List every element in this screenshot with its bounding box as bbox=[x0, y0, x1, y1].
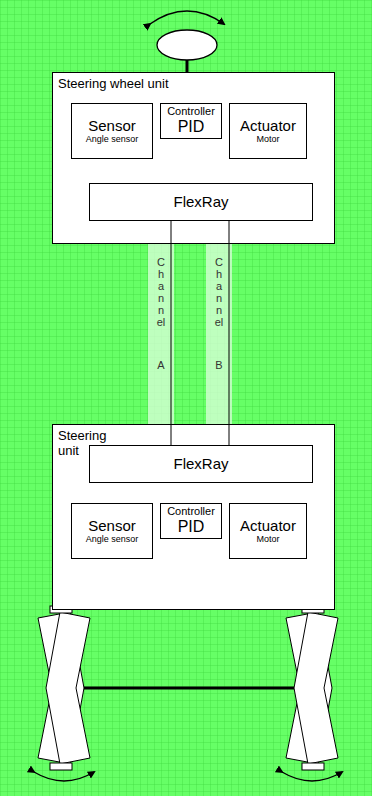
left-wheel bbox=[38, 606, 90, 770]
unit-title: Steering unit bbox=[58, 429, 118, 459]
steering-wheel bbox=[157, 30, 217, 60]
channel-band: ChannelA bbox=[148, 244, 174, 424]
component-box: SensorAngle sensor bbox=[71, 103, 153, 159]
component-detail: Angle sensor bbox=[86, 534, 139, 544]
component-detail: Motor bbox=[256, 534, 279, 544]
component-title: FlexRay bbox=[173, 193, 228, 210]
component-box: ControllerPID bbox=[160, 103, 222, 139]
rotation-arrow bbox=[150, 11, 224, 24]
component-box: ActuatorMotor bbox=[229, 103, 307, 159]
component-detail: Motor bbox=[256, 134, 279, 144]
rotation-arrow bbox=[34, 772, 94, 781]
component-box: SensorAngle sensor bbox=[71, 503, 153, 559]
component-detail: PID bbox=[178, 118, 205, 136]
component-detail: Angle sensor bbox=[86, 134, 139, 144]
component-title: FlexRay bbox=[173, 455, 228, 472]
channel-label: Channel bbox=[156, 256, 167, 329]
steering-column bbox=[186, 60, 189, 72]
channel-label: Channel bbox=[214, 256, 225, 329]
component-title: Actuator bbox=[240, 117, 296, 134]
channel-band: ChannelB bbox=[206, 244, 232, 424]
unit-box: Steering unitFlexRaySensorAngle sensorCo… bbox=[52, 424, 335, 610]
flexray-box: FlexRay bbox=[89, 445, 313, 483]
channel-label: A bbox=[156, 359, 167, 371]
component-title: Controller bbox=[167, 505, 215, 518]
component-box: ControllerPID bbox=[160, 503, 222, 539]
unit-box: Steering wheel unitSensorAngle sensorCon… bbox=[52, 72, 335, 244]
component-title: Controller bbox=[167, 105, 215, 118]
flexray-box: FlexRay bbox=[89, 183, 313, 221]
channel-label: B bbox=[214, 359, 225, 371]
flexray-channel bbox=[229, 221, 230, 445]
component-detail: PID bbox=[178, 518, 205, 536]
component-title: Sensor bbox=[88, 117, 136, 134]
rotation-arrow bbox=[282, 772, 342, 781]
flexray-channel bbox=[171, 221, 172, 445]
component-box: ActuatorMotor bbox=[229, 503, 307, 559]
component-title: Sensor bbox=[88, 517, 136, 534]
axle bbox=[84, 687, 294, 690]
component-title: Actuator bbox=[240, 517, 296, 534]
unit-title: Steering wheel unit bbox=[58, 77, 169, 92]
